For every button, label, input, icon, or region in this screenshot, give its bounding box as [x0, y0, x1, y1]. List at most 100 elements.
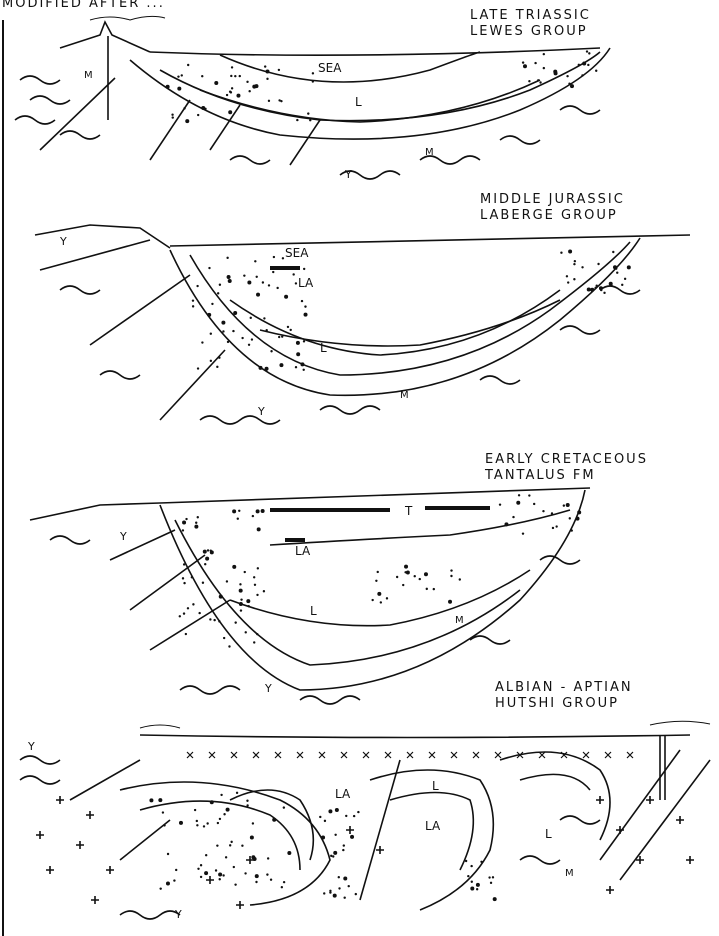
- stipple-dot: [210, 549, 212, 551]
- stipple-dot: [197, 868, 199, 870]
- stipple-dot: [333, 851, 337, 855]
- p1-y-label: Y: [344, 168, 352, 181]
- stipple-dot: [283, 881, 285, 883]
- p3-m-label: M: [455, 615, 464, 626]
- stipple-dot: [256, 276, 258, 278]
- stipple-dot: [272, 818, 276, 822]
- stipple-dot: [323, 892, 325, 894]
- stipple-dot: [328, 809, 332, 813]
- stipple-dot: [537, 79, 539, 81]
- stipple-dot: [192, 299, 194, 301]
- volcanic-x-mark: [605, 752, 611, 758]
- stipple-dot: [219, 595, 223, 599]
- stipple-dot: [240, 609, 242, 611]
- panel4-crosses: [36, 796, 694, 909]
- stipple-dot: [284, 295, 288, 299]
- stipple-dot: [251, 338, 253, 340]
- granite-plus-mark: [646, 796, 654, 804]
- stipple-dot: [226, 257, 228, 259]
- stipple-dot: [208, 267, 210, 269]
- stipple-dot: [163, 824, 165, 826]
- stipple-dot: [542, 510, 544, 512]
- stipple-dot: [201, 75, 203, 77]
- volcanic-x-mark: [209, 752, 215, 758]
- stipple-dot: [263, 590, 265, 592]
- stipple-dot: [175, 869, 177, 871]
- stipple-dot: [414, 575, 416, 577]
- stipple-dot: [230, 75, 232, 77]
- stipple-dot: [219, 878, 221, 880]
- stipple-dot: [528, 494, 530, 496]
- granite-plus-mark: [76, 841, 84, 849]
- stipple-dot: [578, 64, 580, 66]
- stipple-dot: [357, 811, 359, 813]
- stipple-dot: [587, 64, 589, 66]
- stipple-dot: [587, 287, 591, 291]
- stipple-dot: [243, 274, 245, 276]
- stipple-dot: [259, 366, 263, 370]
- p1-m2-label: M: [425, 147, 434, 158]
- stipple-dot: [295, 366, 297, 368]
- stipple-dot: [553, 70, 557, 74]
- stipple-dot: [181, 74, 183, 76]
- stipple-dot: [241, 845, 243, 847]
- stipple-dot: [182, 577, 184, 579]
- panel3-title-line1: EARLY CRETACEOUS: [485, 452, 648, 467]
- stipple-dot: [213, 619, 215, 621]
- p2-la-label: LA: [298, 276, 314, 290]
- stipple-dot: [270, 879, 272, 881]
- stipple-dot: [552, 527, 554, 529]
- stipple-dot: [187, 64, 189, 66]
- stipple-dot: [621, 284, 623, 286]
- stipple-dot: [211, 303, 213, 305]
- stipple-dot: [627, 265, 631, 269]
- stipple-dot: [573, 278, 575, 280]
- stipple-dot: [239, 602, 243, 606]
- stipple-dot: [465, 860, 467, 862]
- stipple-dot: [380, 601, 382, 603]
- stipple-dot: [248, 344, 250, 346]
- stipple-dot: [253, 576, 255, 578]
- stipple-dot: [206, 822, 208, 824]
- stipple-dot: [234, 621, 236, 623]
- p4-la-label: LA: [335, 787, 351, 801]
- panel1-title-line2: LEWES GROUP: [470, 24, 588, 39]
- stipple-dot: [377, 592, 381, 596]
- p4-la2-label: LA: [425, 819, 441, 833]
- stipple-dot: [197, 114, 199, 116]
- stipple-dot: [480, 861, 482, 863]
- stipple-dot: [569, 517, 571, 519]
- p4-l-label: L: [432, 779, 439, 793]
- stipple-dot: [603, 292, 605, 294]
- p4-l2-label: L: [545, 827, 552, 841]
- stipple-dot: [624, 278, 626, 280]
- stipple-dot: [543, 67, 545, 69]
- stipple-dot: [268, 100, 270, 102]
- stipple-dot: [278, 336, 280, 338]
- stipple-dot: [278, 99, 280, 101]
- stipple-dot: [257, 567, 259, 569]
- p4-y2-label: Y: [174, 908, 182, 921]
- stipple-dot: [499, 503, 501, 505]
- stipple-dot: [329, 891, 331, 893]
- stipple-dot: [216, 844, 218, 846]
- stipple-dot: [256, 293, 260, 297]
- stipple-dot: [309, 119, 311, 121]
- volcanic-x-mark: [341, 752, 347, 758]
- stipple-dot: [218, 357, 220, 359]
- stipple-dot: [303, 268, 305, 270]
- stipple-dot: [350, 835, 354, 839]
- stipple-dot: [296, 119, 298, 121]
- stipple-dot: [338, 887, 340, 889]
- p3-y2-label: Y: [264, 682, 272, 695]
- panel3-dots: [179, 494, 582, 648]
- stipple-dot: [173, 879, 175, 881]
- stipple-dot: [166, 85, 170, 89]
- stipple-dot: [345, 815, 347, 817]
- stipple-dot: [244, 571, 246, 573]
- stipple-dot: [406, 570, 410, 574]
- stipple-dot: [231, 66, 233, 68]
- volcanic-x-mark: [253, 752, 259, 758]
- volcanic-x-mark: [429, 752, 435, 758]
- stipple-dot: [319, 816, 321, 818]
